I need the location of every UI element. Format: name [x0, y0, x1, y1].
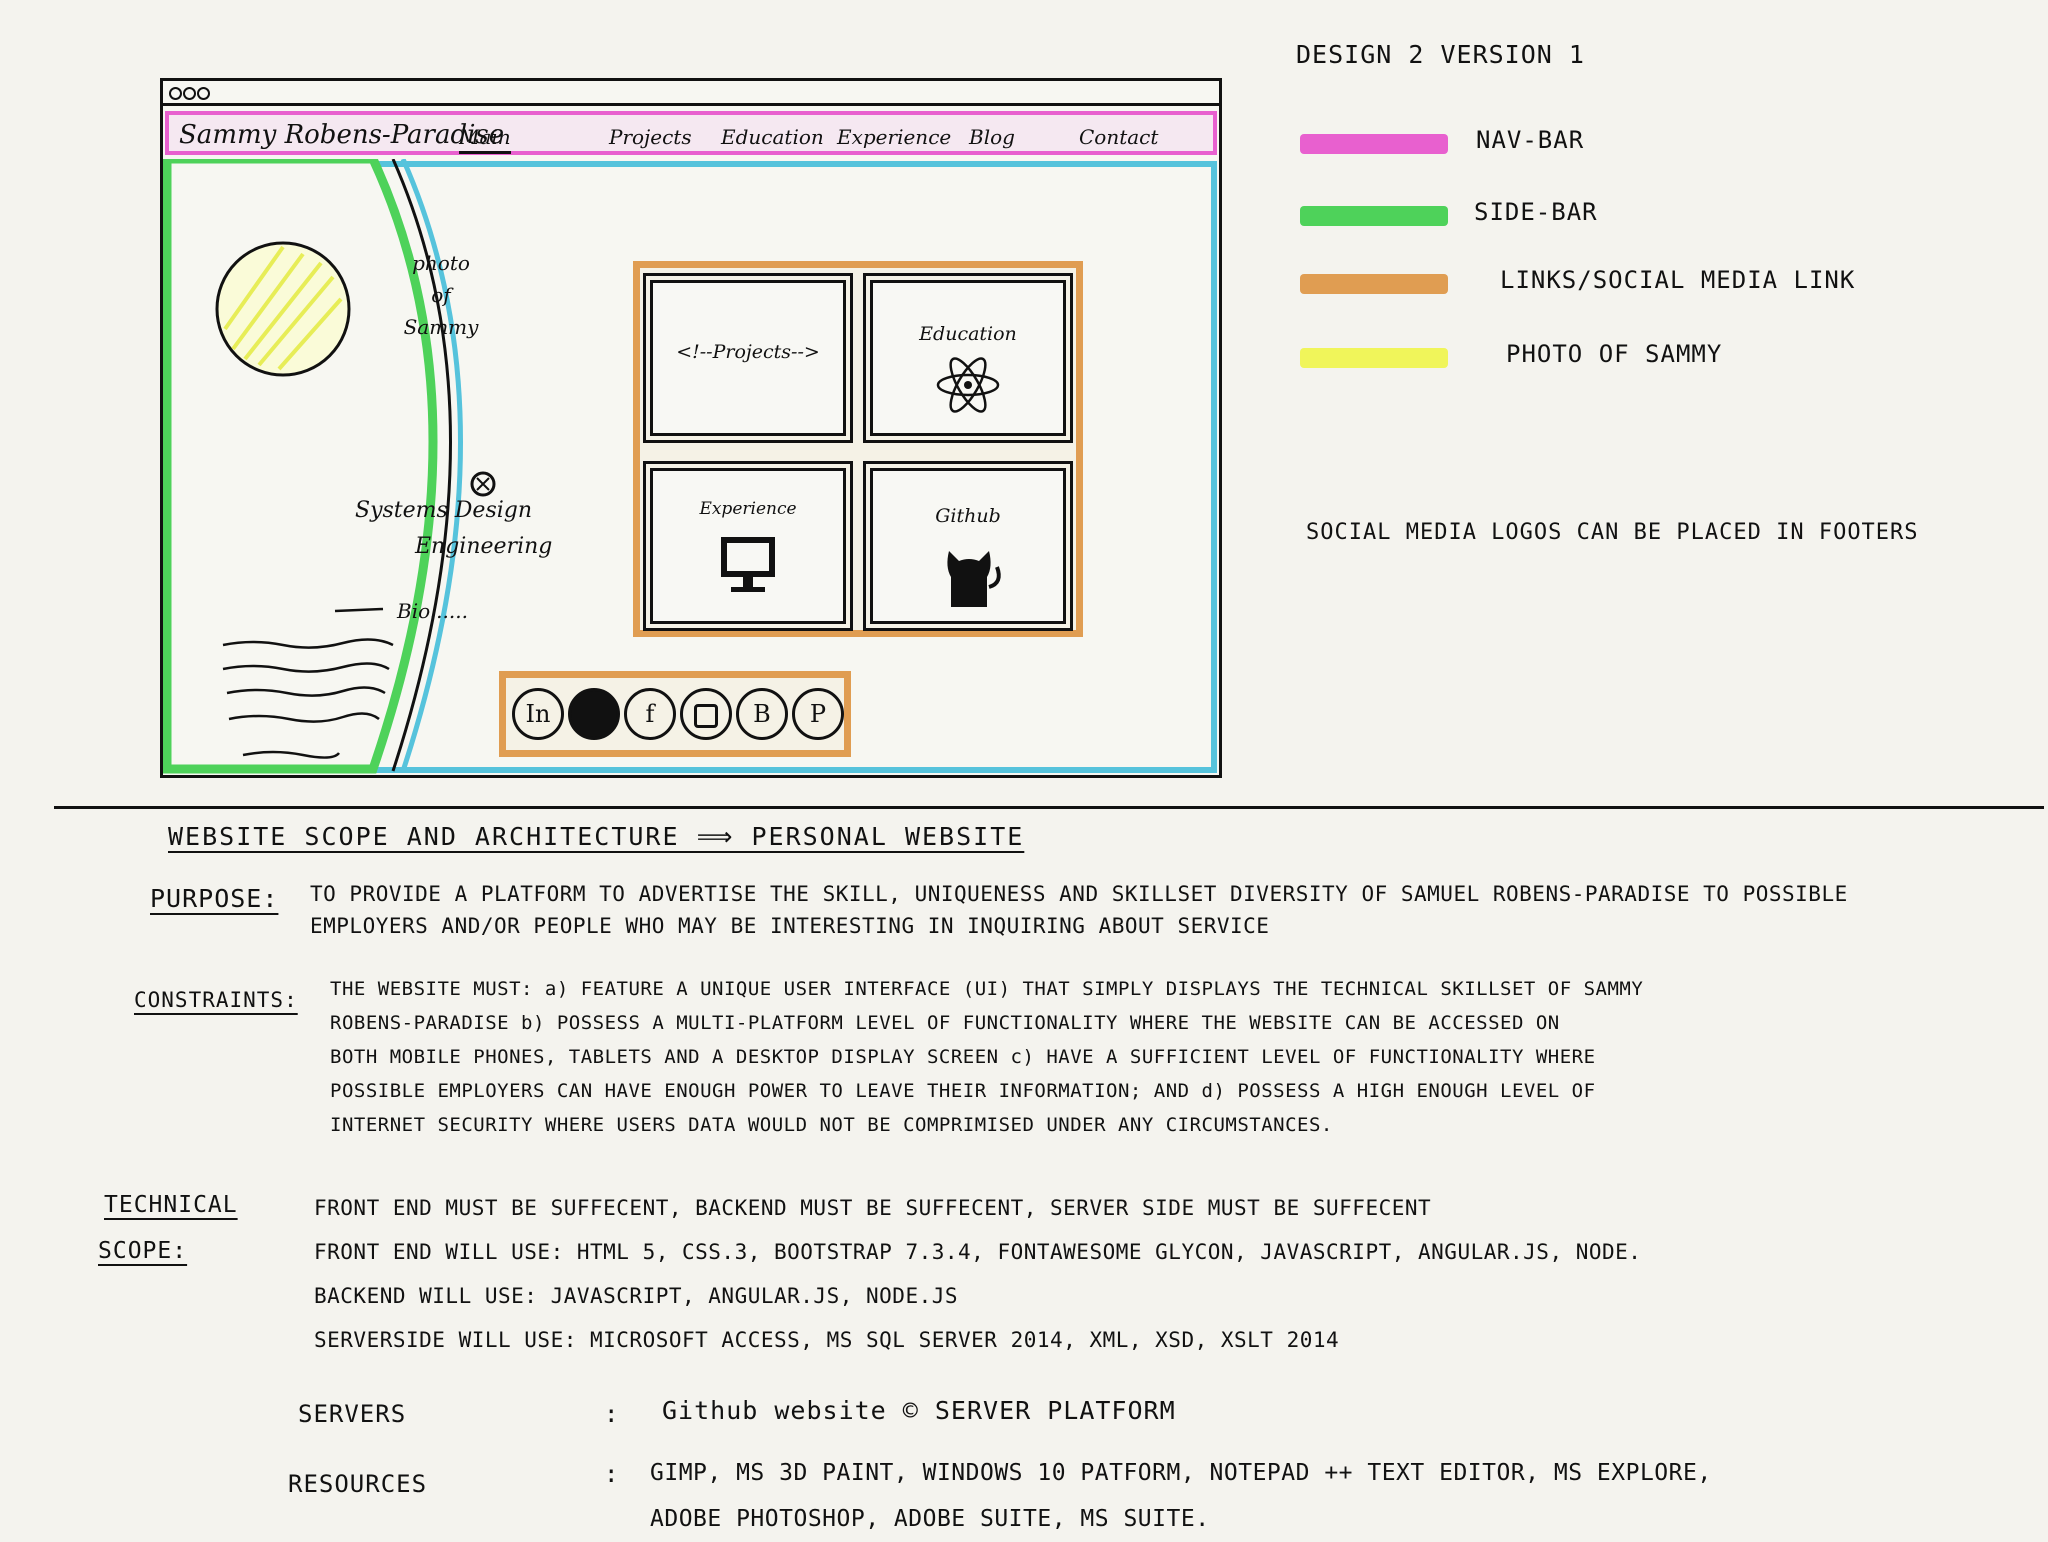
- browser-title-bar: [163, 81, 1219, 106]
- window-dot[interactable]: [183, 87, 196, 100]
- reddit-icon[interactable]: [568, 688, 620, 740]
- main-content-area: [165, 161, 1217, 773]
- nav-experience[interactable]: Experience: [837, 125, 952, 149]
- legend-swatch: [1300, 274, 1448, 294]
- linkedin-icon[interactable]: In: [512, 688, 564, 740]
- purpose-text: TO PROVIDE A PLATFORM TO ADVERTISE THE S…: [310, 878, 1848, 942]
- card-label: Github: [935, 505, 1001, 527]
- legend-label: NAV-BAR: [1476, 126, 1585, 154]
- legend-swatch: [1300, 134, 1448, 154]
- legend-swatch: [1300, 206, 1448, 226]
- constraints-line: ROBENS-PARADISE b) POSSESS A MULTI-PLATF…: [330, 1012, 1560, 1034]
- card-github[interactable]: Github: [863, 461, 1073, 631]
- photo-label-line: of: [431, 283, 451, 307]
- resources-line: ADOBE PHOTOSHOP, ADOBE SUITE, MS SUITE.: [650, 1506, 1210, 1532]
- monitor-icon: [721, 537, 775, 592]
- legend-label: PHOTO OF SAMMY: [1506, 340, 1723, 368]
- window-dot[interactable]: [169, 87, 182, 100]
- site-brand[interactable]: Sammy Robens-Paradise: [179, 120, 505, 150]
- legend-label: LINKS/SOCIAL MEDIA LINK: [1500, 266, 1856, 294]
- card-label: <!--Projects-->: [676, 341, 820, 363]
- purpose-label: PURPOSE:: [150, 884, 279, 913]
- technical-text: FRONT END MUST BE SUFFECENT, BACKEND MUS…: [314, 1186, 1641, 1362]
- technical-label: TECHNICAL: [104, 1192, 238, 1218]
- side-bar: [163, 159, 496, 774]
- resources-label: RESOURCES: [288, 1470, 428, 1498]
- legend-note: SOCIAL MEDIA LOGOS CAN BE PLACED IN FOOT…: [1306, 520, 1919, 545]
- card-education[interactable]: Education: [863, 273, 1073, 443]
- card-experience[interactable]: Experience: [643, 461, 853, 631]
- photo-label-line: photo: [412, 251, 470, 275]
- scope-label: SCOPE:: [98, 1238, 188, 1264]
- technical-line: FRONT END WILL USE: HTML 5, CSS.3, BOOTS…: [314, 1240, 1642, 1264]
- section-links-grid: <!--Projects--> Education Experience: [633, 261, 1083, 637]
- servers-text: Github website © SERVER PLATFORM: [662, 1396, 1176, 1425]
- section-divider: [54, 806, 2044, 809]
- card-projects[interactable]: <!--Projects-->: [643, 273, 853, 443]
- legend-label: SIDE-BAR: [1474, 198, 1598, 226]
- window-dot[interactable]: [197, 87, 210, 100]
- constraints-line: INTERNET SECURITY WHERE USERS DATA WOULD…: [330, 1114, 1333, 1136]
- social-links-bar: In f B P: [499, 671, 851, 757]
- technical-line: BACKEND WILL USE: JAVASCRIPT, ANGULAR.JS…: [314, 1284, 959, 1308]
- wireframe-browser: Sammy Robens-Paradise Main Projects Educ…: [160, 78, 1222, 778]
- constraints-line: POSSIBLE EMPLOYERS CAN HAVE ENOUGH POWER…: [330, 1080, 1596, 1102]
- role-title: Systems Design Engineering: [355, 493, 552, 565]
- nav-main[interactable]: Main: [459, 125, 511, 154]
- constraints-label: CONSTRAINTS:: [134, 988, 298, 1012]
- card-label: Experience: [699, 499, 797, 519]
- resources-line: GIMP, MS 3D PAINT, WINDOWS 10 PATFORM, N…: [650, 1460, 1712, 1486]
- facebook-icon[interactable]: f: [624, 688, 676, 740]
- resources-colon: :: [604, 1460, 620, 1488]
- purpose-line: TO PROVIDE A PLATFORM TO ADVERTISE THE S…: [310, 882, 1848, 906]
- servers-colon: :: [604, 1400, 620, 1428]
- nav-contact[interactable]: Contact: [1079, 125, 1159, 149]
- photo-label: photo of Sammy: [391, 247, 491, 343]
- pinterest-icon[interactable]: P: [792, 688, 844, 740]
- blogger-icon[interactable]: B: [736, 688, 788, 740]
- instagram-glyph: [694, 703, 718, 728]
- constraints-line: THE WEBSITE MUST: a) FEATURE A UNIQUE US…: [330, 978, 1644, 1000]
- instagram-icon[interactable]: [680, 688, 732, 740]
- nav-blog[interactable]: Blog: [969, 125, 1015, 149]
- atom-icon: [936, 357, 1000, 413]
- technical-line: SERVERSIDE WILL USE: MICROSOFT ACCESS, M…: [314, 1328, 1340, 1352]
- constraints-text: THE WEBSITE MUST: a) FEATURE A UNIQUE US…: [330, 972, 1643, 1142]
- constraints-line: BOTH MOBILE PHONES, TABLETS AND A DESKTO…: [330, 1046, 1596, 1068]
- servers-label: SERVERS: [298, 1400, 407, 1428]
- nav-bar: Sammy Robens-Paradise Main Projects Educ…: [165, 111, 1217, 155]
- card-label: Education: [919, 323, 1017, 345]
- bio-label: Bio......: [397, 599, 468, 623]
- legend-title: DESIGN 2 VERSION 1: [1296, 40, 1585, 69]
- octocat-icon: [947, 551, 1001, 607]
- role-line: Systems Design: [355, 498, 533, 523]
- doc-heading: WEBSITE SCOPE AND ARCHITECTURE ⟹ PERSONA…: [168, 822, 1025, 851]
- nav-education[interactable]: Education: [721, 125, 824, 149]
- technical-line: FRONT END MUST BE SUFFECENT, BACKEND MUS…: [314, 1196, 1432, 1220]
- legend-swatch: [1300, 348, 1448, 368]
- role-line: Engineering: [415, 534, 553, 559]
- photo-label-line: Sammy: [403, 315, 479, 339]
- nav-projects[interactable]: Projects: [609, 125, 692, 149]
- purpose-line: EMPLOYERS AND/OR PEOPLE WHO MAY BE INTER…: [310, 914, 1270, 938]
- resources-text: GIMP, MS 3D PAINT, WINDOWS 10 PATFORM, N…: [650, 1450, 1712, 1542]
